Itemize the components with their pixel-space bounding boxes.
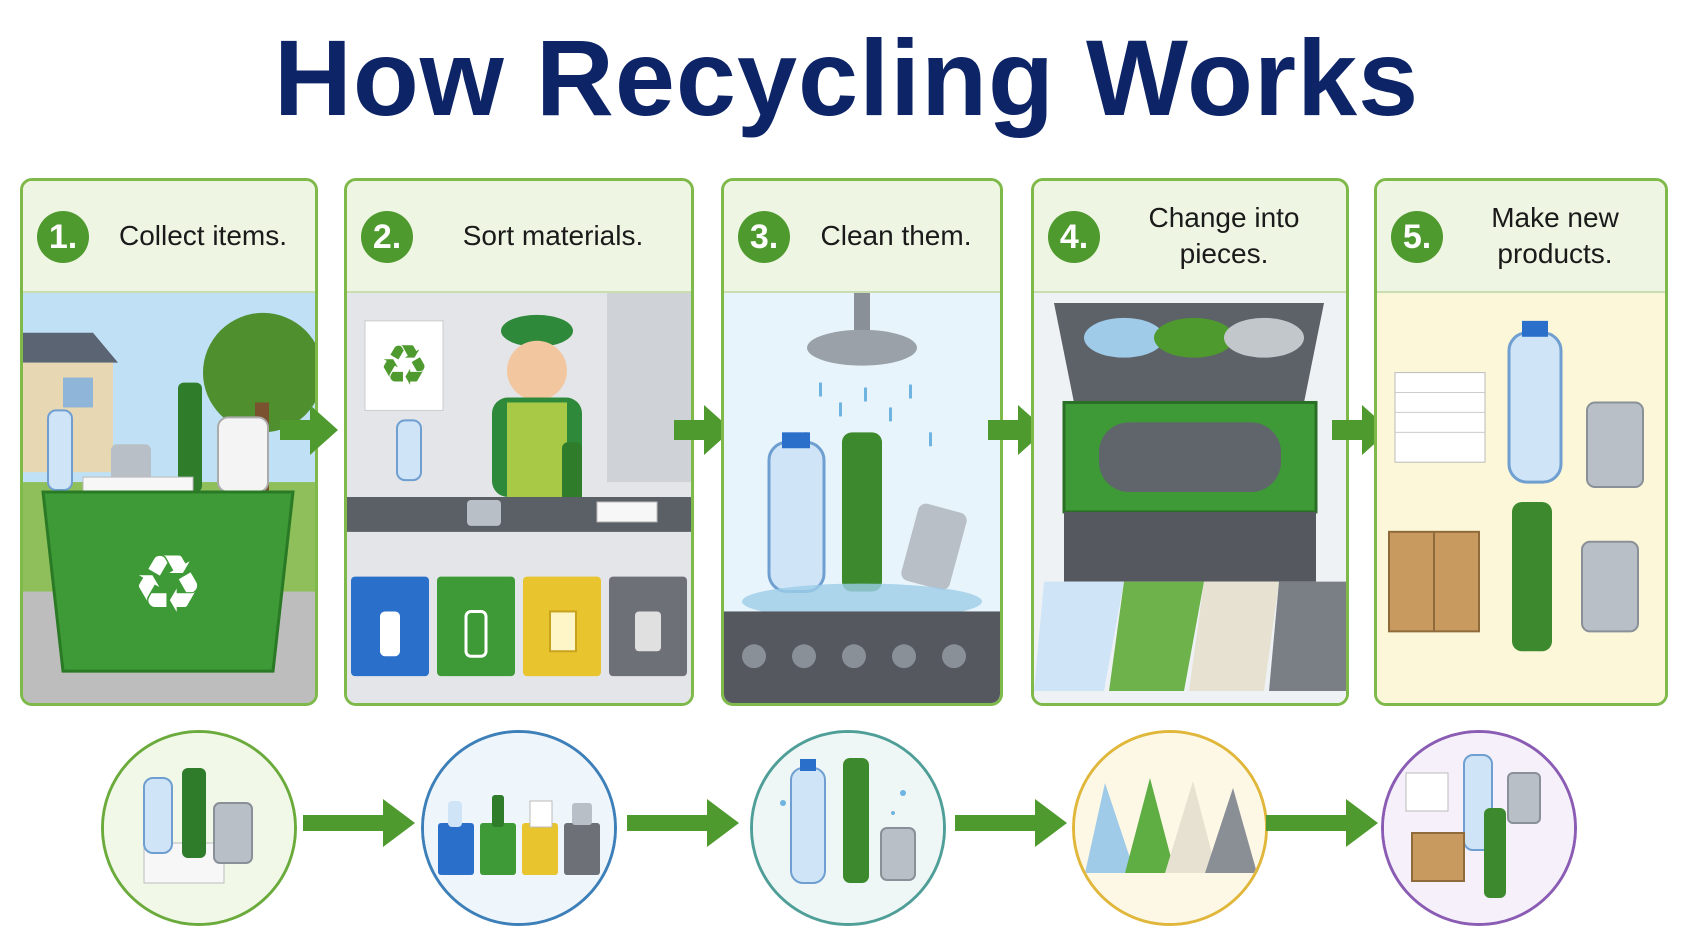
arrow-right-icon: [1266, 799, 1378, 847]
step-header: 4. Change into pieces.: [1034, 181, 1346, 293]
step-header: 1. Collect items.: [23, 181, 315, 293]
step-label: Change into pieces.: [1148, 202, 1300, 269]
svg-text:♻: ♻: [379, 334, 429, 399]
washing-shower-icon: [724, 293, 1000, 703]
step-circle-sort: [421, 730, 617, 926]
step-number-badge: 3.: [738, 211, 790, 263]
step-header: 5. Make new products.: [1377, 181, 1665, 293]
step-circle-shred: [1072, 730, 1268, 926]
arrow-right-icon: [627, 799, 739, 847]
shredder-icon: [1034, 293, 1346, 703]
step-number-badge: 5.: [1391, 211, 1443, 263]
step-panel-collect: 1. Collect items. ♻: [20, 178, 318, 706]
step-circle-clean: [750, 730, 946, 926]
step-label: Clean them.: [820, 220, 972, 251]
step-header: 3. Clean them.: [724, 181, 1000, 293]
new-products-icon: [1377, 293, 1665, 703]
step-number-badge: 1.: [37, 211, 89, 263]
page-title: How Recycling Works: [273, 17, 1420, 138]
sorting-conveyor-icon: ♻: [347, 293, 691, 703]
arrow-right-icon: [955, 799, 1067, 847]
arrow-right-icon: [280, 405, 338, 455]
shredded-pieces-icon: [1075, 733, 1265, 923]
recycling-bin-icon: ♻: [23, 293, 315, 703]
step-circle-products: [1381, 730, 1577, 926]
step-header: 2. Sort materials.: [347, 181, 691, 293]
sorted-bins-icon: [424, 733, 614, 923]
step-panel-clean: 3. Clean them.: [721, 178, 1003, 706]
step-label: Sort materials.: [462, 220, 644, 251]
recycled-products-icon: [1384, 733, 1574, 923]
clean-items-icon: [753, 733, 943, 923]
step-panel-products: 5. Make new products.: [1374, 178, 1668, 706]
svg-text:♻: ♻: [132, 538, 204, 631]
step-number-badge: 2.: [361, 211, 413, 263]
step-label: Collect items.: [118, 220, 288, 251]
collected-items-icon: [104, 733, 294, 923]
arrow-right-icon: [303, 799, 415, 847]
step-panel-shred: 4. Change into pieces.: [1031, 178, 1349, 706]
step-circle-collect: [101, 730, 297, 926]
step-number-badge: 4.: [1048, 211, 1100, 263]
arrow-right-icon: [674, 405, 732, 455]
step-panel-sort: 2. Sort materials. ♻: [344, 178, 694, 706]
step-label: Make new products.: [1491, 202, 1619, 269]
